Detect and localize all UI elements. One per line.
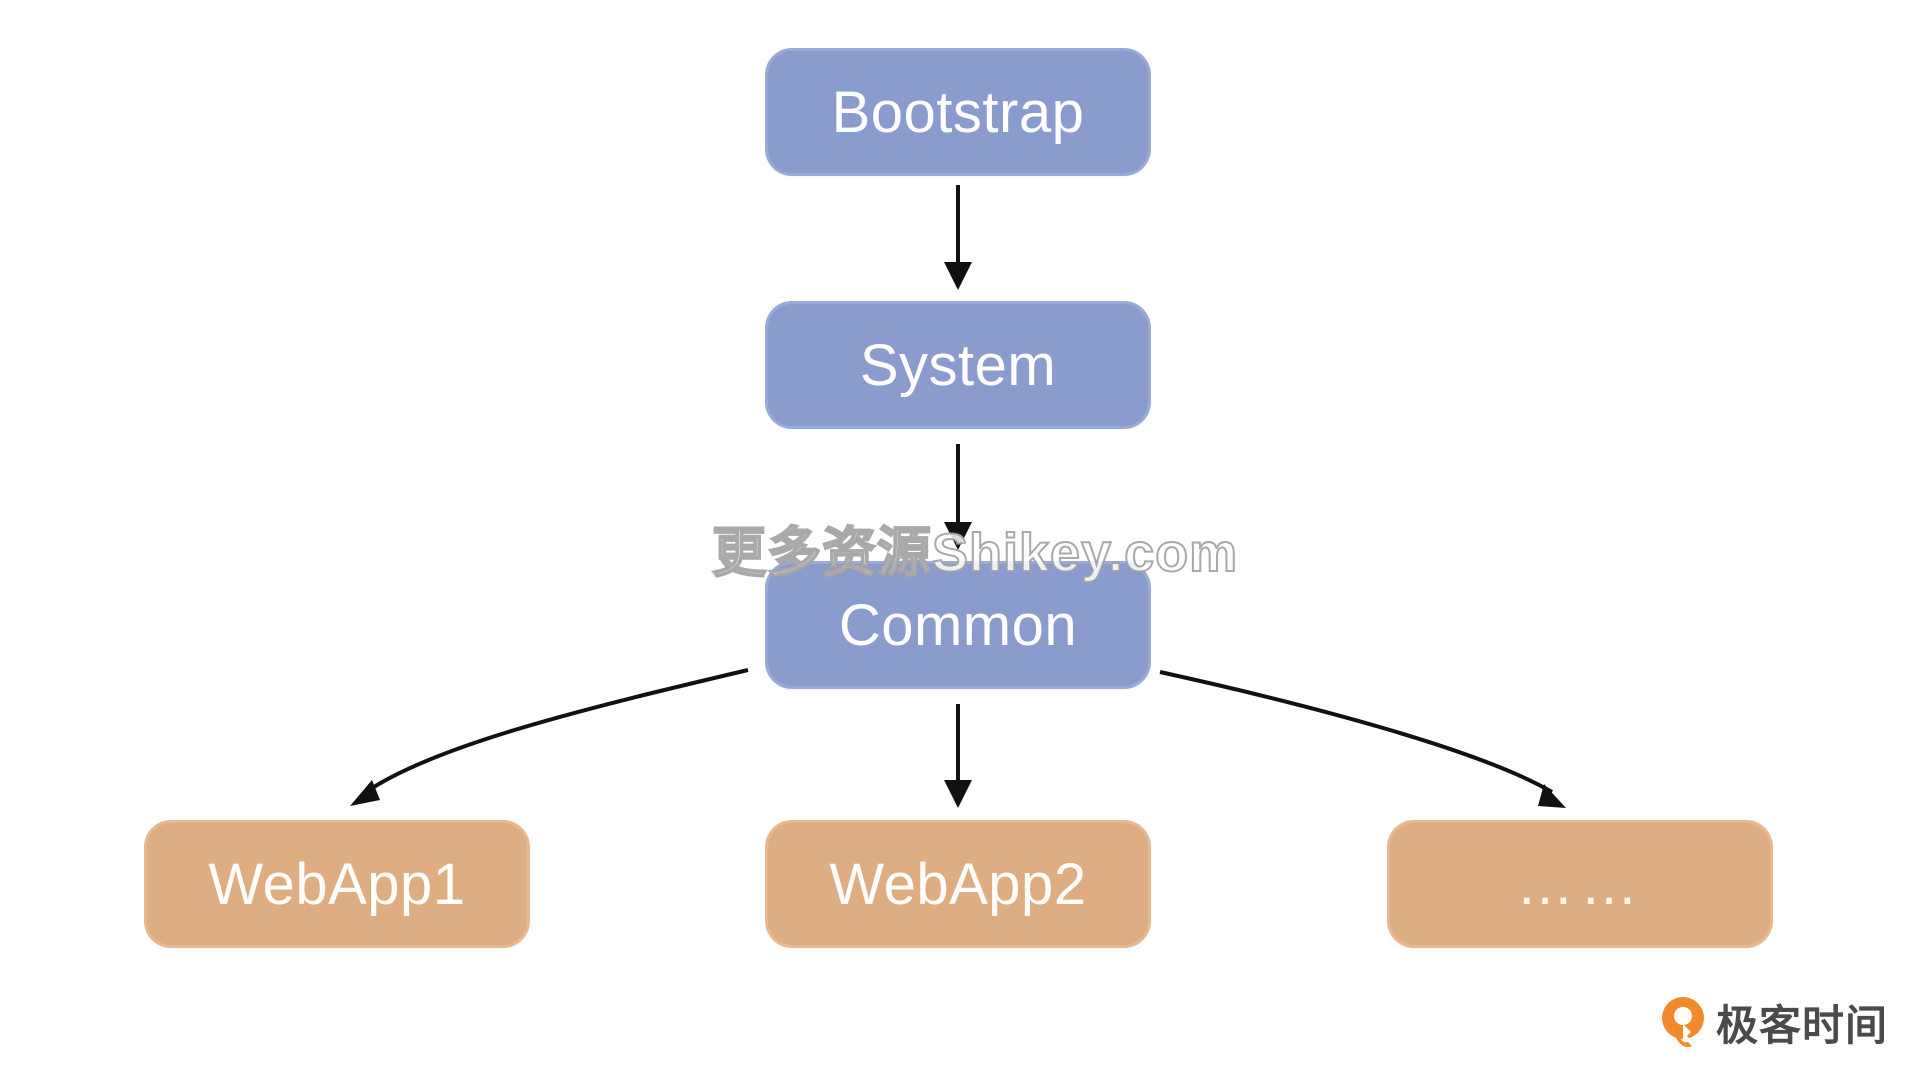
watermark-text: 更多资源Shikey.com xyxy=(711,522,1239,584)
node-bootstrap-label: Bootstrap xyxy=(831,79,1085,145)
node-webapp2: WebApp2 xyxy=(768,823,1148,945)
arrow-common-to-more xyxy=(1159,670,1566,808)
node-common-label: Common xyxy=(838,592,1078,658)
node-more-label: …… xyxy=(1516,851,1644,917)
node-common: Common xyxy=(768,564,1148,686)
node-webapp2-label: WebApp2 xyxy=(829,851,1087,917)
node-bootstrap: Bootstrap xyxy=(768,51,1148,173)
node-system-label: System xyxy=(859,332,1057,398)
arrow-bootstrap-to-system xyxy=(944,185,972,290)
brand-name: 极客时间 xyxy=(1716,1001,1889,1049)
geektime-logo-icon xyxy=(1662,997,1704,1047)
node-system: System xyxy=(768,304,1148,426)
node-webapp1-label: WebApp1 xyxy=(208,851,466,917)
node-more: …… xyxy=(1390,823,1770,945)
arrow-common-to-webapp2 xyxy=(944,704,972,808)
node-webapp1: WebApp1 xyxy=(147,823,527,945)
brand: 极客时间 xyxy=(1658,994,1888,1050)
arrow-common-to-webapp1 xyxy=(350,668,749,806)
